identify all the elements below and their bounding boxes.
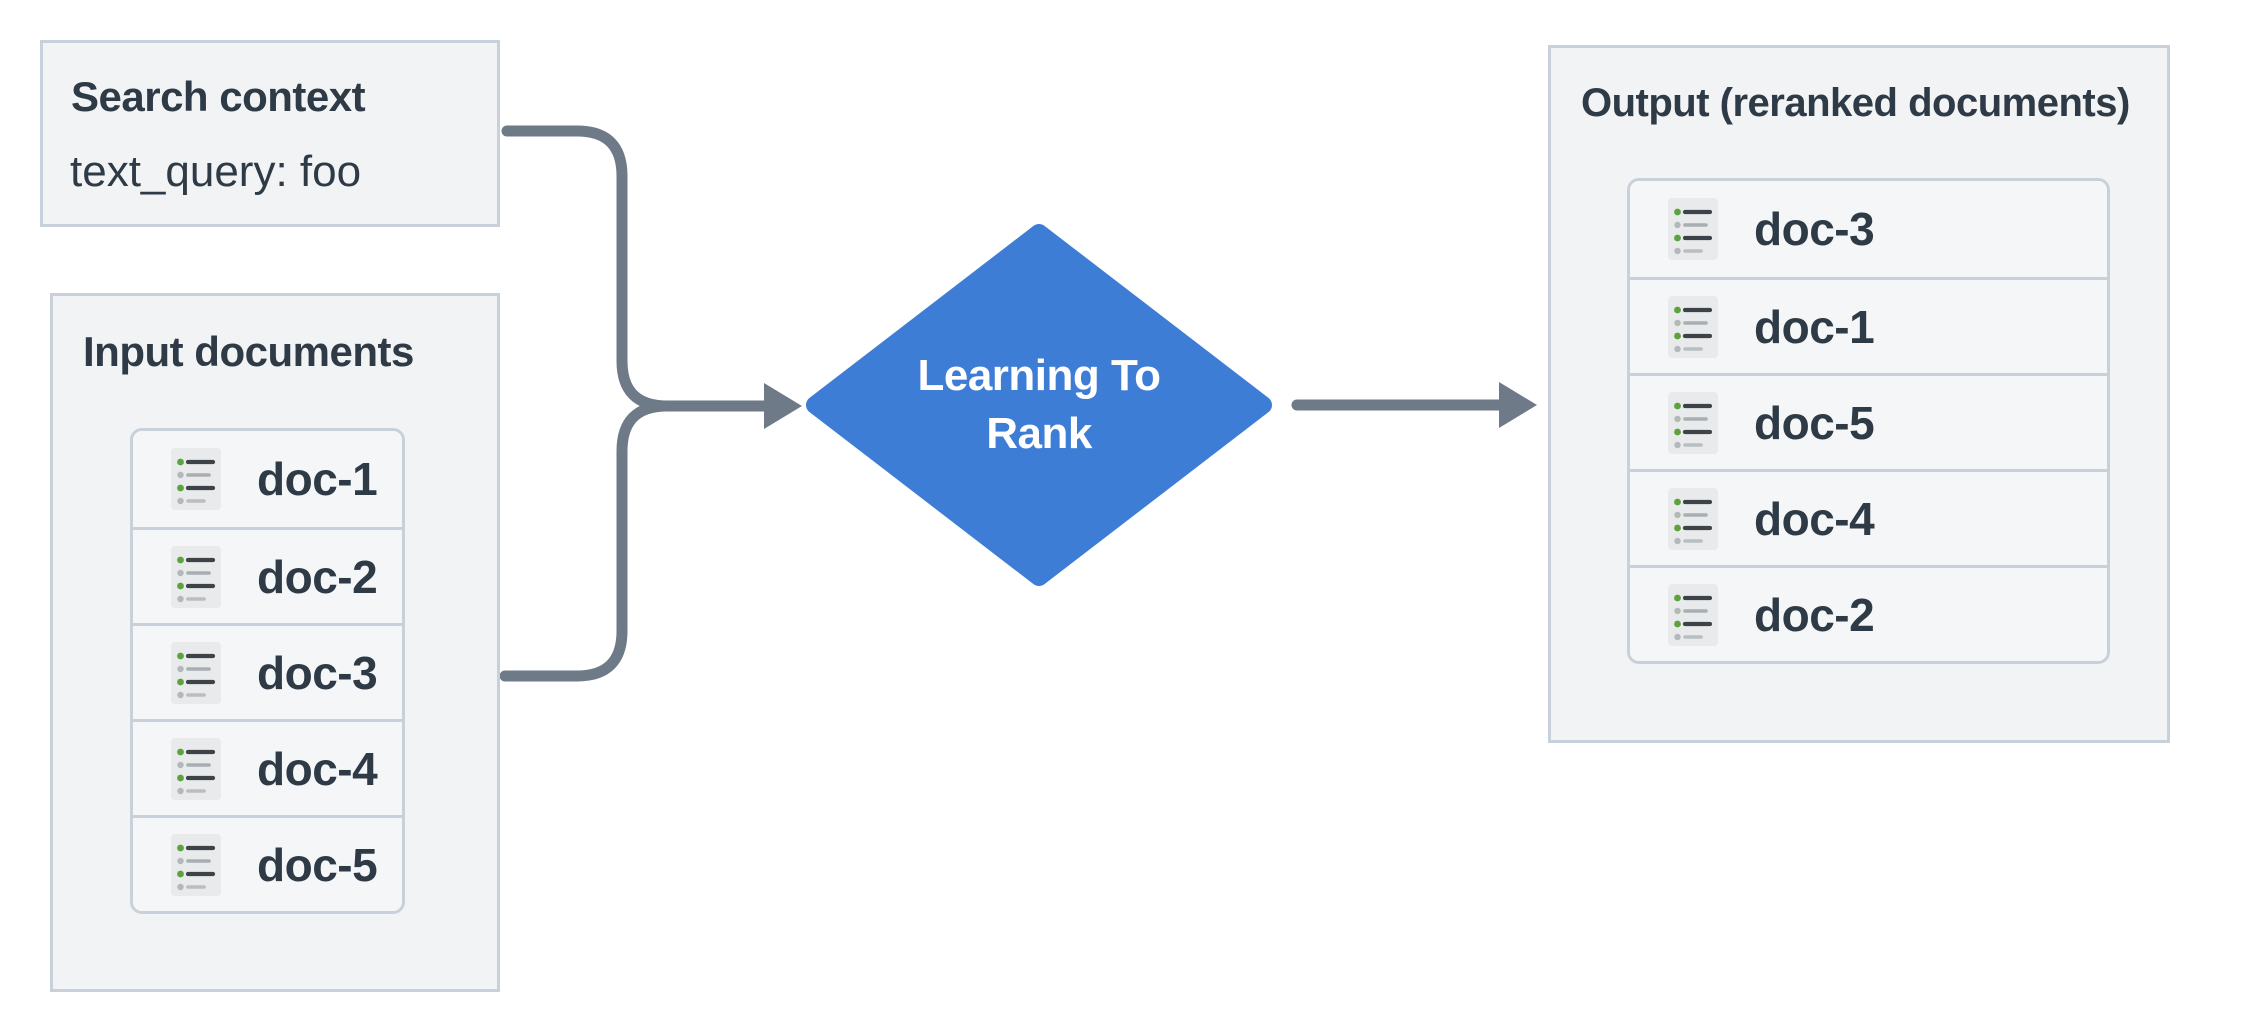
diamond-shape bbox=[806, 224, 1272, 586]
output-title: Output (reranked documents) bbox=[1581, 81, 2130, 125]
document-row: doc-1 bbox=[133, 431, 402, 527]
arrowhead-into-output bbox=[1499, 382, 1537, 428]
document-label: doc-2 bbox=[257, 550, 378, 603]
document-list-icon bbox=[1668, 198, 1718, 260]
search-context-title: Search context bbox=[71, 73, 366, 120]
document-row: doc-2 bbox=[133, 527, 402, 623]
document-row: doc-1 bbox=[1630, 277, 2107, 373]
learning-to-rank-node-label: Learning To Rank bbox=[879, 343, 1199, 467]
document-row: doc-5 bbox=[133, 815, 402, 911]
document-row: doc-4 bbox=[133, 719, 402, 815]
document-label: doc-4 bbox=[257, 742, 378, 795]
input-document-list: doc-1 doc-2 bbox=[130, 428, 405, 914]
document-list-icon bbox=[171, 833, 221, 896]
search-context-box: Search context text_query: foo bbox=[40, 40, 500, 227]
connector-search-to-merge bbox=[501, 125, 673, 412]
document-label: doc-1 bbox=[1754, 300, 1875, 353]
document-list-icon bbox=[1668, 487, 1718, 550]
input-documents-box: Input documents doc-1 bbox=[50, 293, 500, 992]
document-list-icon bbox=[171, 448, 221, 510]
document-label: doc-3 bbox=[1754, 203, 1875, 255]
search-context-query: text_query: foo bbox=[70, 147, 362, 196]
document-label: doc-3 bbox=[257, 646, 378, 699]
document-row: doc-3 bbox=[133, 623, 402, 719]
document-list-icon bbox=[171, 641, 221, 704]
diamond-label-line1: Learning To bbox=[917, 351, 1161, 400]
document-label: doc-5 bbox=[1754, 396, 1875, 449]
document-list-icon bbox=[171, 737, 221, 800]
document-list-icon bbox=[171, 545, 221, 608]
document-row: doc-3 bbox=[1630, 181, 2107, 277]
output-box: Output (reranked documents) doc-3 bbox=[1548, 45, 2170, 743]
diamond-label-line2: Rank bbox=[986, 409, 1092, 458]
output-document-list: doc-3 doc-1 bbox=[1627, 178, 2110, 664]
document-row: doc-2 bbox=[1630, 565, 2107, 661]
document-row: doc-5 bbox=[1630, 373, 2107, 469]
document-label: doc-2 bbox=[1754, 588, 1875, 641]
document-label: doc-4 bbox=[1754, 492, 1875, 545]
input-documents-title: Input documents bbox=[83, 328, 414, 375]
arrowhead-into-diamond bbox=[764, 383, 802, 429]
document-list-icon bbox=[1668, 391, 1718, 454]
document-list-icon bbox=[1668, 583, 1718, 646]
document-list-icon bbox=[1668, 295, 1718, 358]
document-label: doc-5 bbox=[257, 838, 378, 891]
document-row: doc-4 bbox=[1630, 469, 2107, 565]
document-label: doc-1 bbox=[257, 453, 378, 505]
connector-input-to-merge bbox=[499, 400, 673, 682]
